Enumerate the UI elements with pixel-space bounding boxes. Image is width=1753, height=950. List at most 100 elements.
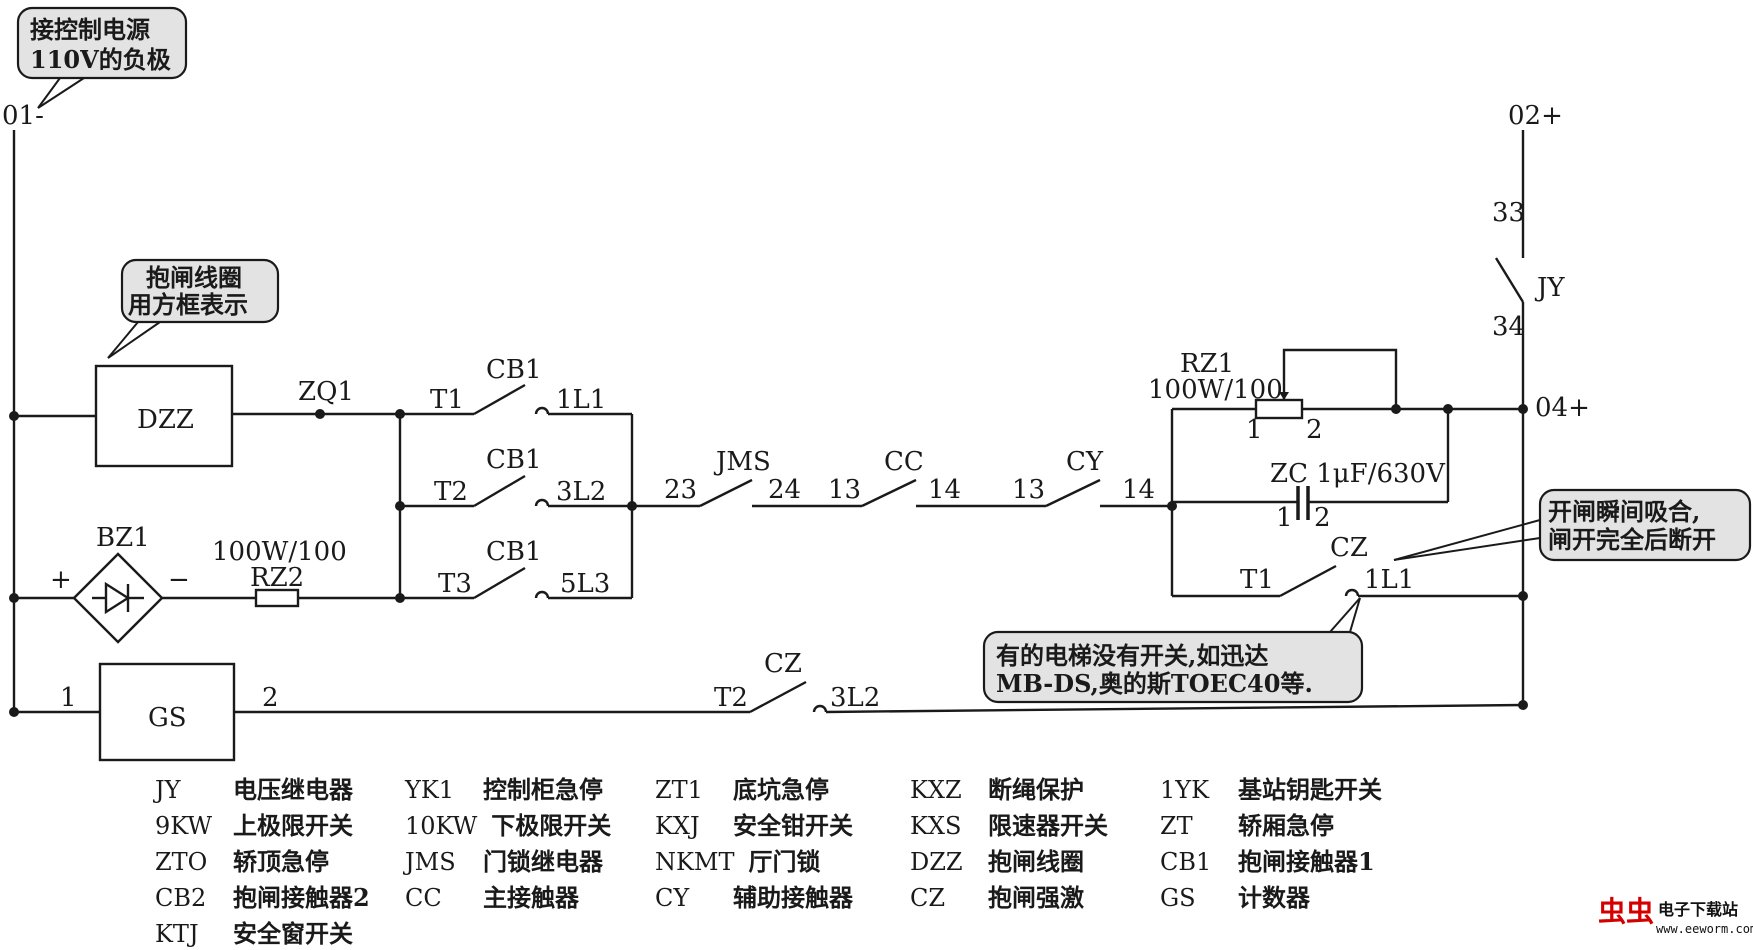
legend-item: 10KW 下极限开关 [405,806,611,841]
cc-contact [861,478,917,508]
callout-cz-text-1: 开闸瞬间吸合, [1548,497,1700,526]
legend-16-code: CZ [910,884,946,912]
legend-3-desc: 抱闸接触器2 [233,883,370,912]
wire [825,703,1524,714]
legend-9-code: ZT1 [655,776,703,804]
gs-pin-1: 1 [60,683,77,713]
cy-node-14: 14 [1122,475,1155,505]
cz-t1-label: T1 [1240,565,1274,595]
rz2-label: RZ2 [250,563,304,593]
callout-cz-behavior: 开闸瞬间吸合, 闸开完全后断开 [1393,488,1752,562]
wire [534,406,550,415]
legend-4-desc: 安全窗开关 [233,919,353,948]
legend-14-code: KXS [910,812,962,840]
legend-7-code: JMS [405,848,456,876]
legend-item: CB2 抱闸接触器2 [155,878,370,913]
jms-label: JMS [713,447,771,477]
cb1-label-1: CB1 [486,355,542,385]
zc-pin-2: 2 [1314,503,1331,533]
terminal-34: 34 [1492,312,1525,342]
dzz-label: DZZ [137,405,194,435]
watermark-logo: 虫虫 [1598,895,1655,928]
legend-10-code: KXJ [655,812,700,840]
cz-l2-label: 3L2 [830,683,880,713]
legend-9-desc: 底坑急停 [733,775,829,804]
gs-pin-2: 2 [262,683,279,713]
l2-label: 3L2 [556,477,606,507]
legend-16-desc: 抱闸强激 [988,883,1084,912]
legend-6-code: 10KW [405,812,478,840]
wire [534,498,550,507]
wire [812,704,828,713]
legend-4-code: KTJ [155,920,199,948]
legend-14-desc: 限速器开关 [988,811,1108,840]
legend-17-desc: 基站钥匙开关 [1238,775,1382,804]
cy-label: CY [1066,447,1104,477]
legend-item: ZTO 轿顶急停 [155,842,329,877]
legend-5-code: YK1 [405,776,455,804]
t3-label: T3 [438,569,472,599]
legend-item: KXS 限速器开关 [910,806,1108,841]
legend-8-desc: 主接触器 [483,883,579,912]
legend-3-code: CB2 [155,884,207,912]
legend-17-code: 1YK [1160,776,1210,804]
cz-t2-label: T2 [714,683,748,713]
bz1-minus: − [168,565,190,595]
callout-note-text-2: MB-DS,奥的斯TOEC40等. [996,669,1313,698]
legend-item: YK1 控制柜急停 [405,770,603,805]
t2-label: T2 [434,477,468,507]
legend-10-desc: 安全钳开关 [733,811,853,840]
terminal-33: 33 [1492,198,1525,228]
shape [1279,392,1289,400]
legend-20-desc: 计数器 [1238,883,1310,912]
legend-1-code: 9KW [155,812,213,840]
terminal-01-negative: 01- [2,101,44,131]
legend-2-desc: 轿顶急停 [233,847,329,876]
cc-node-13: 13 [828,475,861,505]
bz1-plus: + [50,565,72,595]
cc-node-14: 14 [928,475,961,505]
legend-18-desc: 轿厢急停 [1238,811,1334,840]
legend-19-code: CB1 [1160,848,1212,876]
legend-2-code: ZTO [155,848,208,876]
jms-contact [699,478,753,508]
legend-5-desc: 控制柜急停 [483,775,603,804]
legend-19-desc: 抱闸接触器1 [1238,847,1375,876]
jms-node-23: 23 [664,475,697,505]
jy-contact [1494,257,1525,303]
gs-counter-box [98,662,236,762]
rz1-rating: 100W/100 [1148,375,1283,405]
callout-negative-supply: 接控制电源 110V的负极 [16,6,188,109]
legend-item: ZT1 底坑急停 [655,770,829,805]
dot [1391,404,1401,414]
legend-18-code: ZT [1160,812,1193,840]
callout-negative-text-1: 接控制电源 [30,15,150,44]
zc-pin-1: 1 [1276,503,1293,533]
dot [395,593,405,603]
callout-note: 有的电梯没有开关,如迅达 MB-DS,奥的斯TOEC40等. [982,597,1364,704]
legend-item: 9KW 上极限开关 [155,806,353,841]
t1-label: T1 [430,385,464,415]
l3-label: 5L3 [560,569,610,599]
cy-contact [1045,478,1101,508]
rz2-rating: 100W/100 [212,537,347,567]
legend-11-code: NKMT [655,848,735,876]
bz1-label: BZ1 [96,523,150,553]
cy-node-13: 13 [1012,475,1045,505]
legend-item: 1YK 基站钥匙开关 [1160,770,1382,805]
legend-0-code: JY [155,776,181,804]
legend-1-desc: 上极限开关 [233,811,353,840]
legend-6-desc: 下极限开关 [491,811,612,840]
cb1-contact-1 [473,383,526,416]
zc-label: ZC 1μF/630V [1270,459,1446,489]
callout-brake-coil: 抱闸线圈 用方框表示 [107,258,280,359]
legend-15-desc: 抱闸线圈 [988,847,1084,876]
watermark-url: www.eeworm.com [1656,922,1753,936]
rz1-label: RZ1 [1180,349,1234,379]
rz1-pin-2: 2 [1306,415,1323,445]
